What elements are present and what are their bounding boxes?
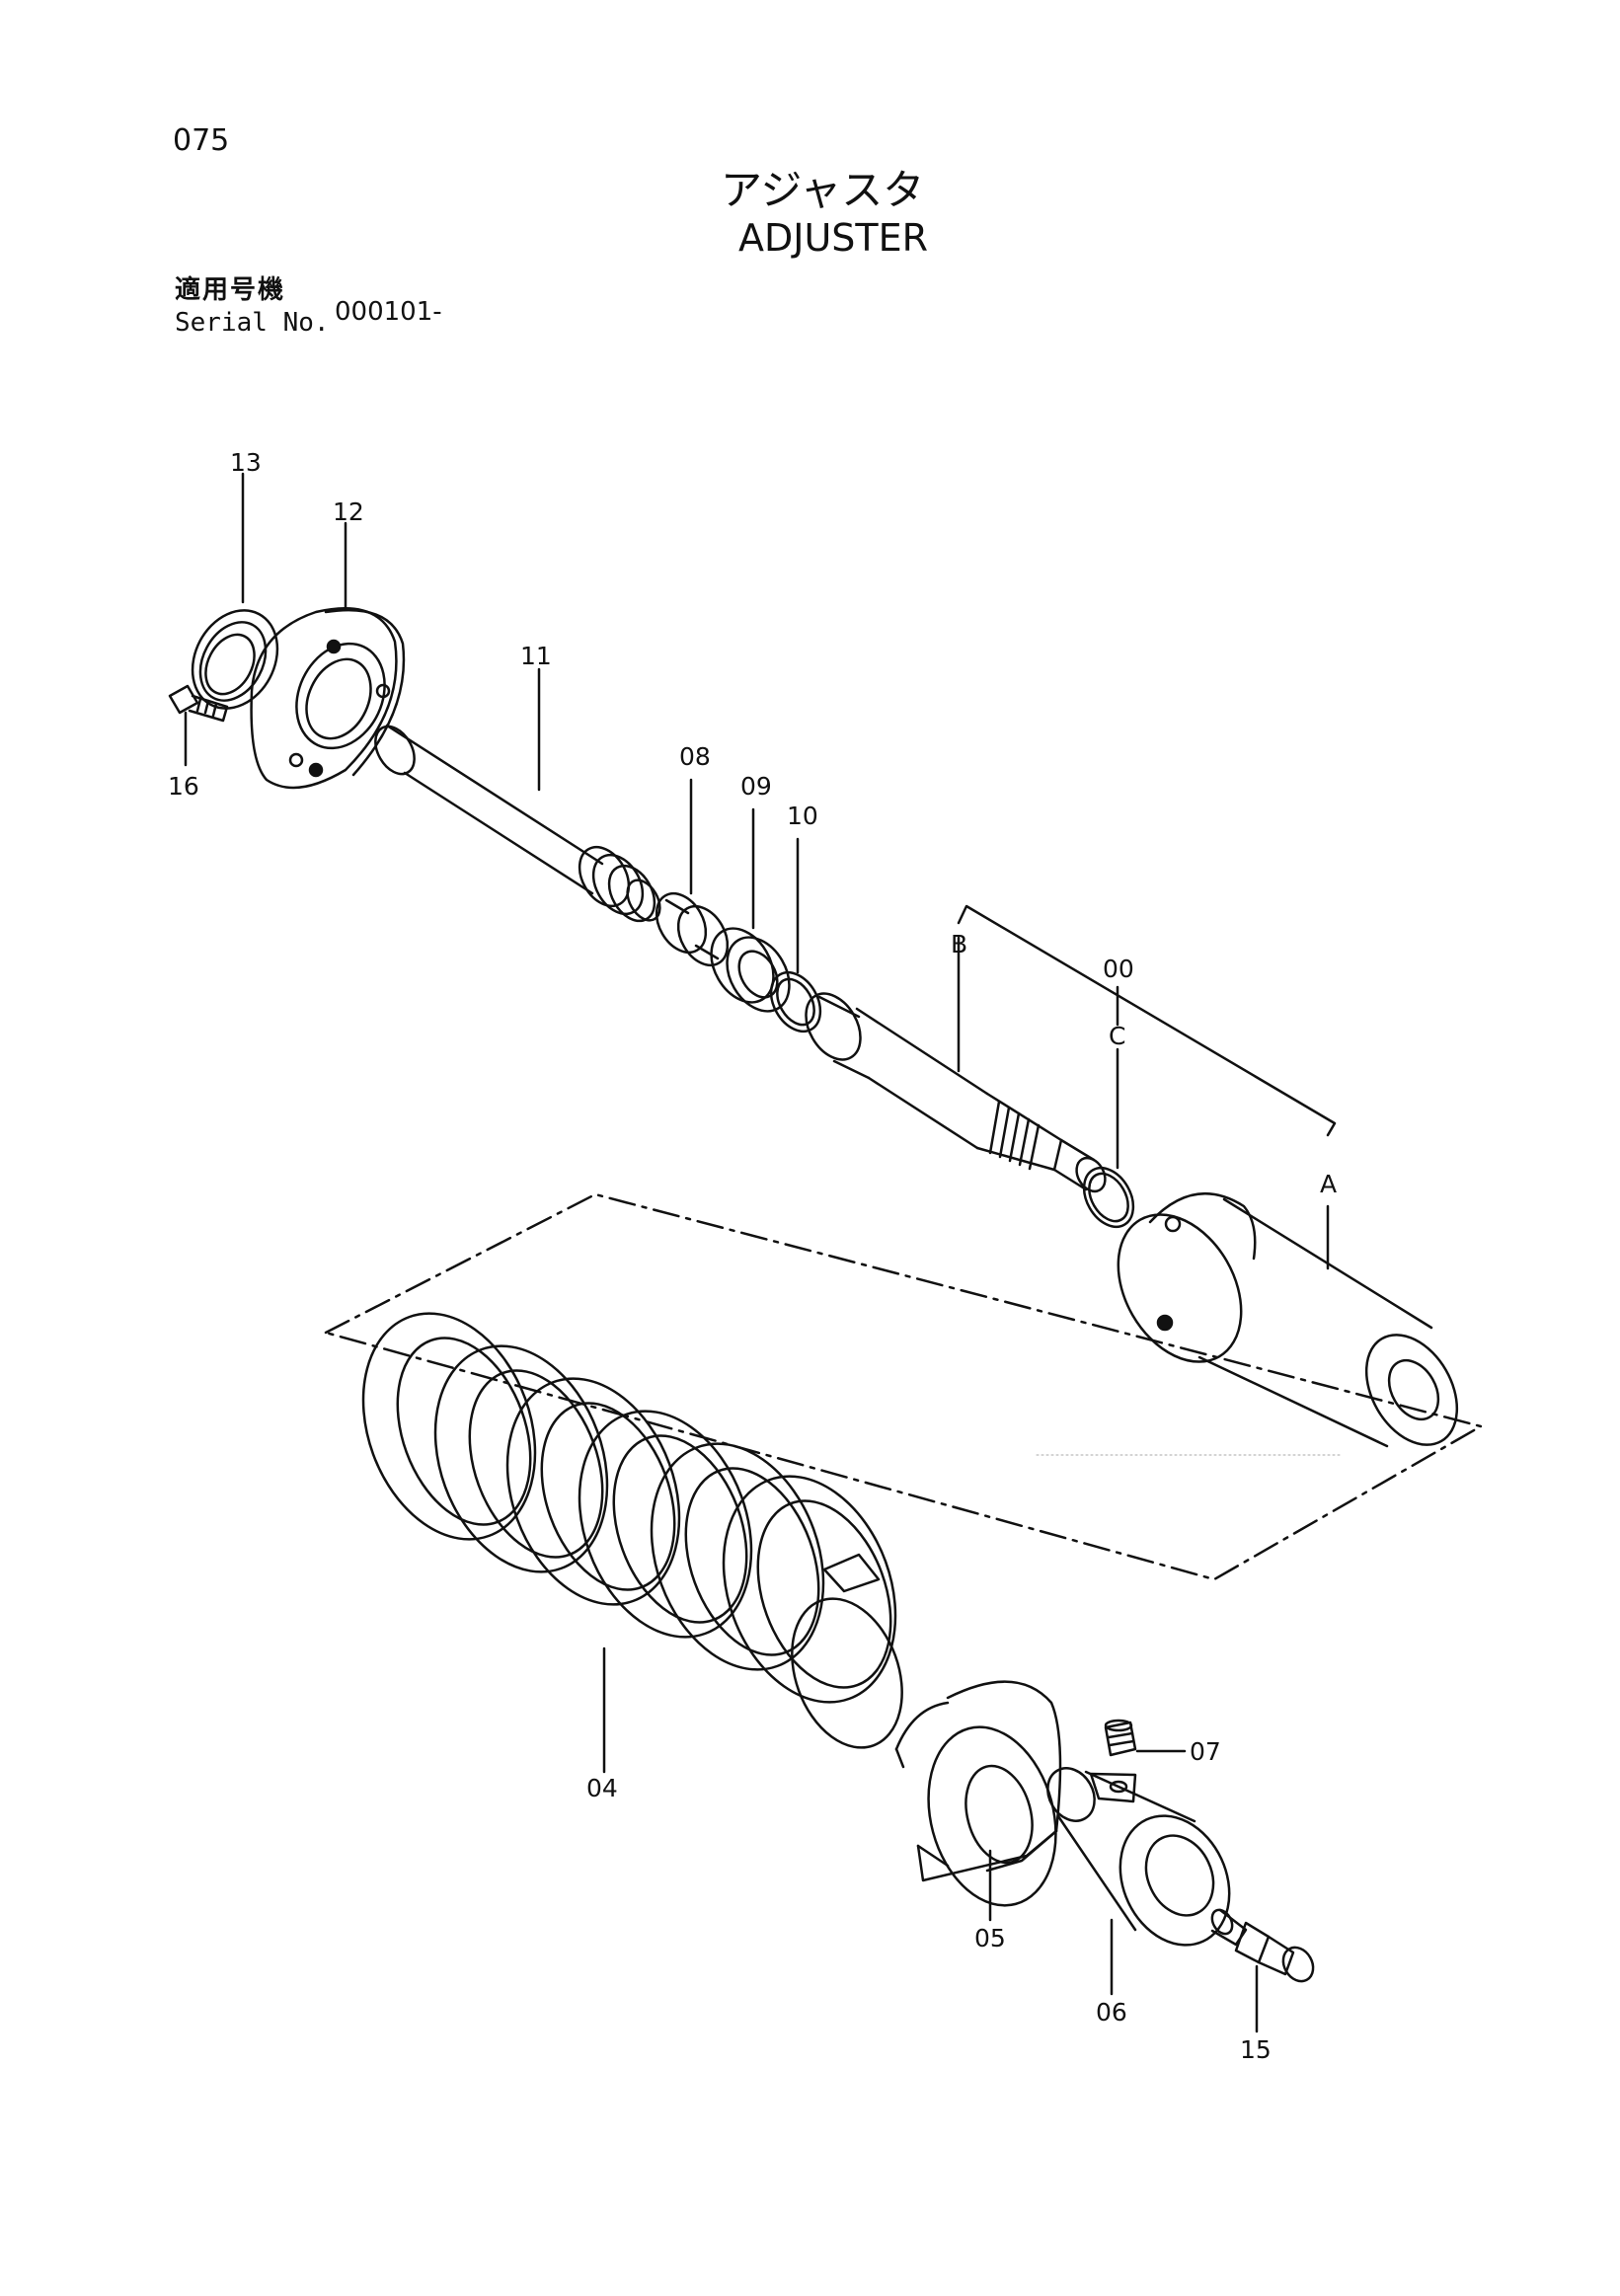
part-12-flange[interactable] xyxy=(250,607,406,790)
part-10-snap-ring[interactable] xyxy=(761,963,830,1039)
callout-c: C xyxy=(1109,1022,1125,1050)
part-c-o-ring[interactable] xyxy=(1074,1159,1143,1235)
callout-15: 15 xyxy=(1240,2035,1272,2064)
part-11-shaft[interactable] xyxy=(367,720,666,929)
part-15-grease-fitting[interactable] xyxy=(1208,1906,1319,1986)
part-16-bolt[interactable] xyxy=(168,684,229,723)
part-07-plug[interactable] xyxy=(1104,1719,1137,1757)
serial-label-japanese: 適用号機 xyxy=(175,275,286,305)
page-number: 075 xyxy=(173,123,230,158)
callout-07: 07 xyxy=(1190,1737,1221,1766)
callout-16: 16 xyxy=(168,772,199,801)
callout-13: 13 xyxy=(230,448,262,477)
part-13-seal[interactable] xyxy=(176,595,293,723)
callout-04: 04 xyxy=(586,1774,618,1802)
assembly-00-bracket xyxy=(957,904,1337,1137)
serial-label: Serial No. xyxy=(175,308,330,338)
serial-value: 000101- xyxy=(335,297,442,327)
part-b-piston-rod[interactable] xyxy=(795,984,1111,1196)
callout-a: A xyxy=(1320,1170,1337,1198)
page-title: ADJUSTER xyxy=(738,216,929,260)
part-08-bushing[interactable] xyxy=(647,884,737,973)
callout-05: 05 xyxy=(974,1924,1006,1952)
part-a-cylinder[interactable] xyxy=(1093,1192,1475,1461)
callout-00: 00 xyxy=(1103,955,1134,983)
part-05-bracket[interactable] xyxy=(894,1680,1075,1920)
callout-08: 08 xyxy=(679,742,711,771)
callout-11: 11 xyxy=(520,642,552,670)
part-09-bearing[interactable] xyxy=(699,917,802,1022)
callout-10: 10 xyxy=(787,802,818,830)
callout-12: 12 xyxy=(333,497,364,526)
part-04-spring[interactable] xyxy=(334,1289,926,1763)
callout-b: B xyxy=(951,930,967,958)
assembly-outline xyxy=(324,1192,1483,1581)
part-06-housing[interactable] xyxy=(1039,1760,1250,1963)
page-title-japanese: アジャスタ xyxy=(721,166,925,214)
callout-09: 09 xyxy=(740,772,772,801)
callout-06: 06 xyxy=(1096,1998,1127,2027)
